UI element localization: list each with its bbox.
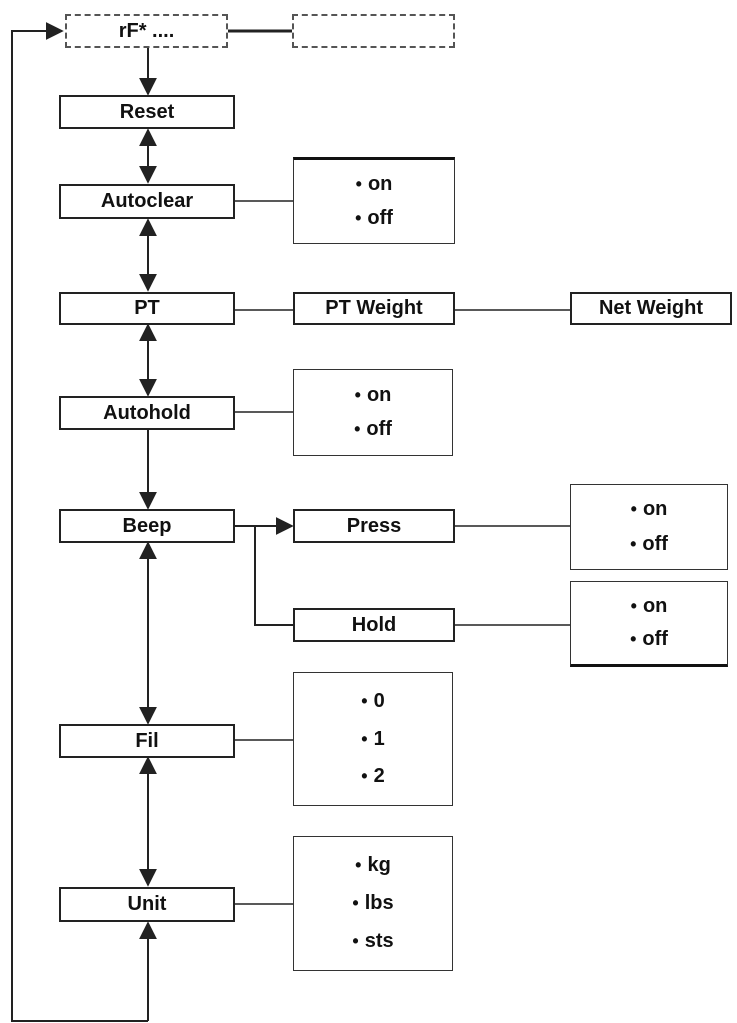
option-label: 0 <box>373 689 385 712</box>
autohold-box: Autohold <box>59 396 235 430</box>
unit-label: Unit <box>127 893 167 915</box>
bullet-icon: • <box>630 595 637 616</box>
bullet-icon: • <box>352 931 359 951</box>
option-label: lbs <box>364 892 394 914</box>
beep-label: Beep <box>122 514 172 537</box>
hold-label: Hold <box>351 613 397 636</box>
option-off: •off <box>355 207 393 230</box>
option-kg: •kg <box>355 854 391 877</box>
pt-box: PT <box>59 292 235 325</box>
beep-hold-branch-line <box>254 526 293 626</box>
bullet-icon: • <box>355 855 362 875</box>
option-sts: •sts <box>352 930 393 953</box>
hold-options: •on •off <box>570 581 728 667</box>
bullet-icon: • <box>361 728 368 749</box>
pt-weight-box: PT Weight <box>293 292 455 325</box>
option-off: •off <box>630 628 668 651</box>
autoclear-box: Autoclear <box>59 184 235 219</box>
option-off: •off <box>630 533 668 556</box>
bullet-icon: • <box>630 629 637 650</box>
pt-label: PT <box>134 297 160 319</box>
fil-options: •0 •1 •2 <box>293 672 453 806</box>
option-0: •0 <box>361 690 384 713</box>
fil-box: Fil <box>59 724 235 758</box>
option-label: on <box>367 173 393 195</box>
bullet-icon: • <box>355 208 362 228</box>
option-label: 2 <box>373 765 385 788</box>
reset-box: Reset <box>59 95 235 129</box>
bullet-icon: • <box>352 893 359 913</box>
option-label: off <box>367 207 393 229</box>
bullet-icon: • <box>630 533 637 554</box>
option-on: •on <box>355 384 392 407</box>
option-off: •off <box>354 418 392 441</box>
option-on: •on <box>631 498 668 521</box>
option-label: off <box>642 532 668 555</box>
net-weight-label: Net Weight <box>598 297 704 319</box>
pt-weight-label: PT Weight <box>325 297 423 319</box>
option-label: off <box>366 418 392 441</box>
option-2: •2 <box>361 765 384 788</box>
bullet-icon: • <box>361 690 368 711</box>
autoclear-label: Autoclear <box>100 190 194 212</box>
option-label: on <box>366 383 392 406</box>
unit-box: Unit <box>59 887 235 922</box>
autohold-label: Autohold <box>103 401 191 424</box>
bullet-icon: • <box>354 419 361 440</box>
press-label: Press <box>346 514 402 537</box>
autohold-options: •on •off <box>293 369 453 456</box>
beep-box: Beep <box>59 509 235 543</box>
press-options: •on •off <box>570 484 728 570</box>
rf-label: rF* .... <box>118 19 175 42</box>
autoclear-options: •on •off <box>293 157 455 244</box>
option-lbs: •lbs <box>352 892 393 915</box>
option-label: off <box>642 628 668 651</box>
bullet-icon: • <box>354 384 361 405</box>
return-loop-line <box>11 22 148 1022</box>
option-on: •on <box>356 173 393 196</box>
reset-label: Reset <box>119 100 175 123</box>
option-label: 1 <box>373 727 385 750</box>
option-1: •1 <box>361 728 384 751</box>
option-on: •on <box>631 595 668 618</box>
net-weight-box: Net Weight <box>570 292 732 325</box>
press-box: Press <box>293 509 455 543</box>
next-menu-box <box>292 14 455 48</box>
fil-label: Fil <box>135 729 159 752</box>
unit-options: •kg •lbs •sts <box>293 836 453 971</box>
option-label: on <box>642 594 668 617</box>
rf-menu-box: rF* .... <box>65 14 228 48</box>
bullet-icon: • <box>361 766 368 787</box>
bullet-icon: • <box>355 174 362 194</box>
option-label: on <box>642 498 668 521</box>
bullet-icon: • <box>630 499 637 520</box>
hold-box: Hold <box>293 608 455 642</box>
option-label: sts <box>364 930 394 952</box>
option-label: kg <box>367 854 391 876</box>
